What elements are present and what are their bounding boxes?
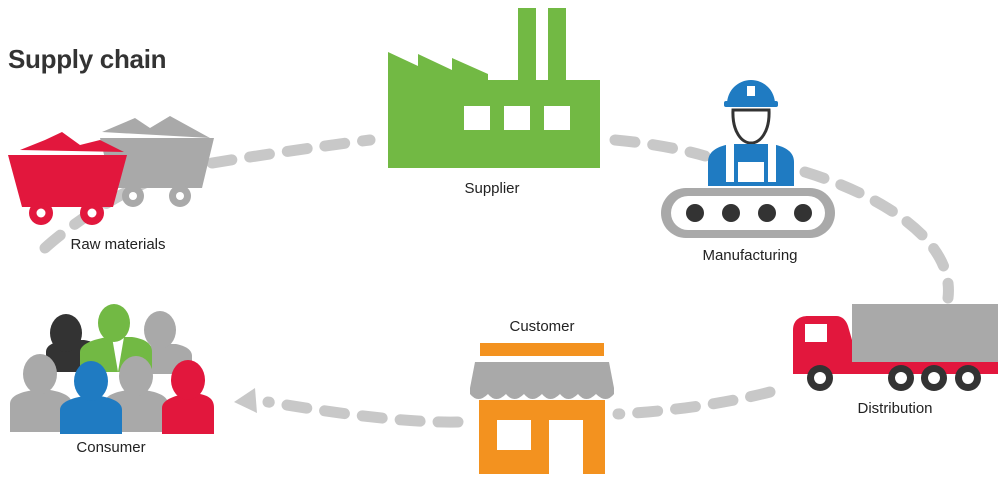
flow-segment-supplier-to-manufacturing bbox=[609, 134, 711, 162]
flow-segment-raw-to-supplier bbox=[39, 134, 376, 254]
flow-segment-distribution-to-customer bbox=[612, 386, 776, 420]
mine-cart-icon bbox=[8, 116, 214, 225]
person-icon bbox=[60, 361, 122, 434]
factory-icon bbox=[388, 8, 600, 168]
flow-segment-manufacturing-to-distribution bbox=[799, 166, 954, 304]
page-title: Supply chain bbox=[8, 44, 167, 74]
label-distribution: Distribution bbox=[857, 400, 933, 417]
label-supplier: Supplier bbox=[464, 180, 520, 197]
label-manufacturing: Manufacturing bbox=[702, 247, 798, 264]
flow-segment-customer-to-consumer bbox=[262, 396, 464, 428]
person-icon bbox=[10, 354, 72, 432]
label-raw-materials: Raw materials bbox=[70, 236, 166, 253]
worker-conveyor-icon bbox=[661, 80, 835, 238]
truck-icon bbox=[793, 304, 998, 391]
label-consumer: Consumer bbox=[76, 439, 146, 456]
people-group-icon bbox=[10, 304, 214, 434]
flow-path bbox=[39, 134, 954, 428]
person-icon bbox=[162, 360, 214, 434]
arrow-head-icon bbox=[234, 388, 257, 413]
label-customer: Customer bbox=[509, 318, 575, 335]
shop-icon bbox=[470, 343, 614, 474]
